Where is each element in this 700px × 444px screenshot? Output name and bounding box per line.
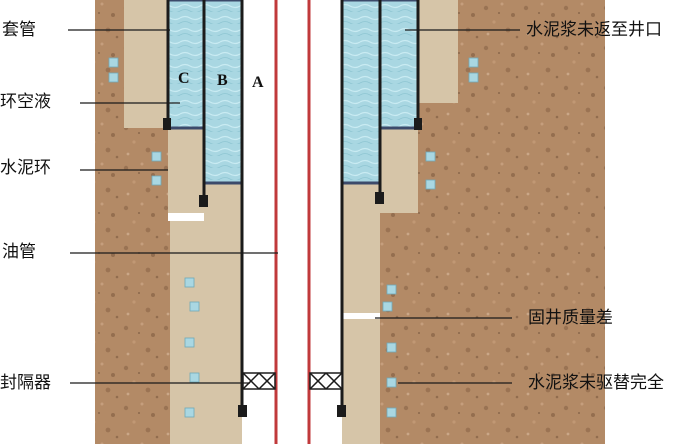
label-cement-sheath: 水泥环 — [0, 158, 51, 178]
label-cement-incomplete-displacement: 水泥浆未驱替完全 — [528, 373, 664, 393]
casing-shoe-left-outer — [163, 118, 171, 130]
annular-fluid-b-left — [202, 0, 244, 185]
label-cement-not-returned: 水泥浆未返至井口 — [526, 20, 662, 40]
annular-fluid-b-right — [340, 0, 382, 185]
label-poor-cementing: 固井质量差 — [528, 308, 613, 328]
annulus-label-a: A — [252, 74, 264, 91]
cement-sheath-left — [124, 0, 207, 444]
annulus-label-b: B — [217, 72, 228, 89]
defect-markers — [108, 57, 479, 418]
casing-shoe-left-mid — [199, 195, 208, 207]
leader-lines-left — [68, 29, 278, 384]
packer-right — [309, 372, 343, 390]
casing-shoe-left-inner — [238, 405, 247, 417]
poor-cement-gap-right — [342, 313, 380, 319]
annulus-label-c: C — [178, 70, 190, 87]
leader-lines-right — [375, 29, 520, 384]
annular-fluid-c-left — [166, 0, 206, 130]
casing-shoe-right-mid — [375, 192, 384, 204]
cement-upper-left — [124, 0, 168, 103]
casing-shoe-right-outer — [414, 118, 422, 130]
label-packer: 封隔器 — [0, 373, 51, 393]
cement-mid-right — [380, 128, 418, 213]
cement-upper-right — [418, 0, 458, 103]
label-tubing: 油管 — [2, 242, 36, 262]
packer-left — [242, 372, 276, 390]
cement-lower-left — [204, 183, 242, 444]
annular-fluid-c-right — [378, 0, 420, 130]
label-annular-fluid: 环空液 — [0, 92, 51, 112]
annulus-a — [242, 0, 342, 444]
label-casing: 套管 — [2, 20, 36, 40]
casing-shoe-right-inner — [337, 405, 346, 417]
cement-gap-left — [168, 213, 204, 221]
cement-mid-left — [168, 128, 204, 213]
